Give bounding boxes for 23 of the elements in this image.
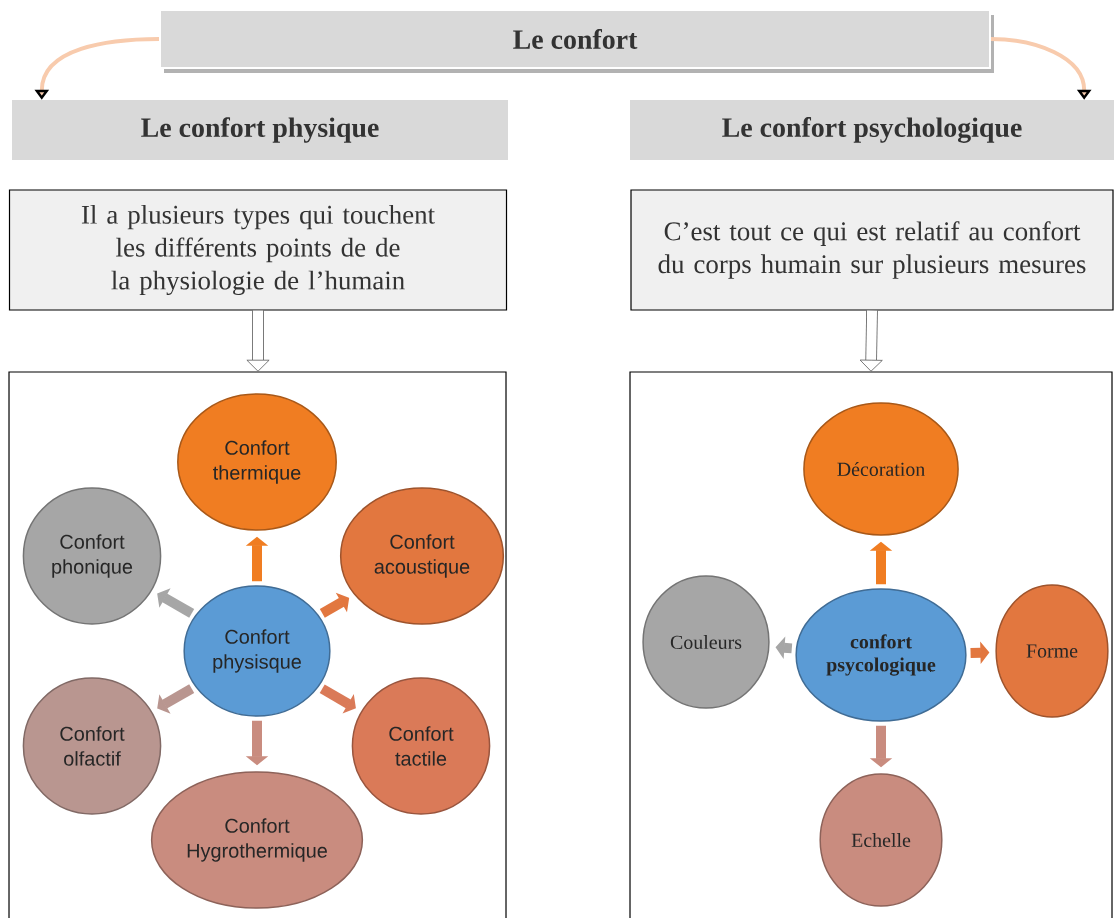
bubble: Confort acoustique (339, 487, 505, 625)
bubble: Confort olfactif (22, 677, 162, 815)
bubble: Confort Hygrothermique (150, 771, 364, 909)
panel-frame (8, 371, 507, 918)
bubble: Forme (995, 584, 1109, 718)
bubble: Couleurs (642, 575, 770, 709)
bubble: Confort tactile (351, 677, 491, 815)
block-arrow (319, 592, 350, 618)
hollow-arrow (246, 310, 270, 372)
bubble: Echelle (819, 773, 943, 907)
bubble: Confort thermique (177, 393, 337, 531)
text-box: Il a plusieurs types qui touchent les différents points de de la physiologie de l’humain (8, 189, 508, 311)
heading-bar: Le confort psychologique (630, 100, 1114, 160)
bubble: Confort phonique (22, 487, 162, 625)
text-box: C’est tout ce qui est relatif au confort du corps humain sur plusieurs mesures (630, 189, 1114, 311)
bubble: Confort physisque (183, 585, 331, 717)
bubble: Décoration (803, 402, 959, 536)
heading-bar: Le confort physique (12, 100, 508, 160)
panel-frame (629, 371, 1113, 918)
title-banner: Le confort (159, 9, 994, 73)
bubble: confort psycologique (795, 588, 967, 722)
hollow-arrow (859, 310, 883, 372)
block-arrow (157, 684, 195, 714)
